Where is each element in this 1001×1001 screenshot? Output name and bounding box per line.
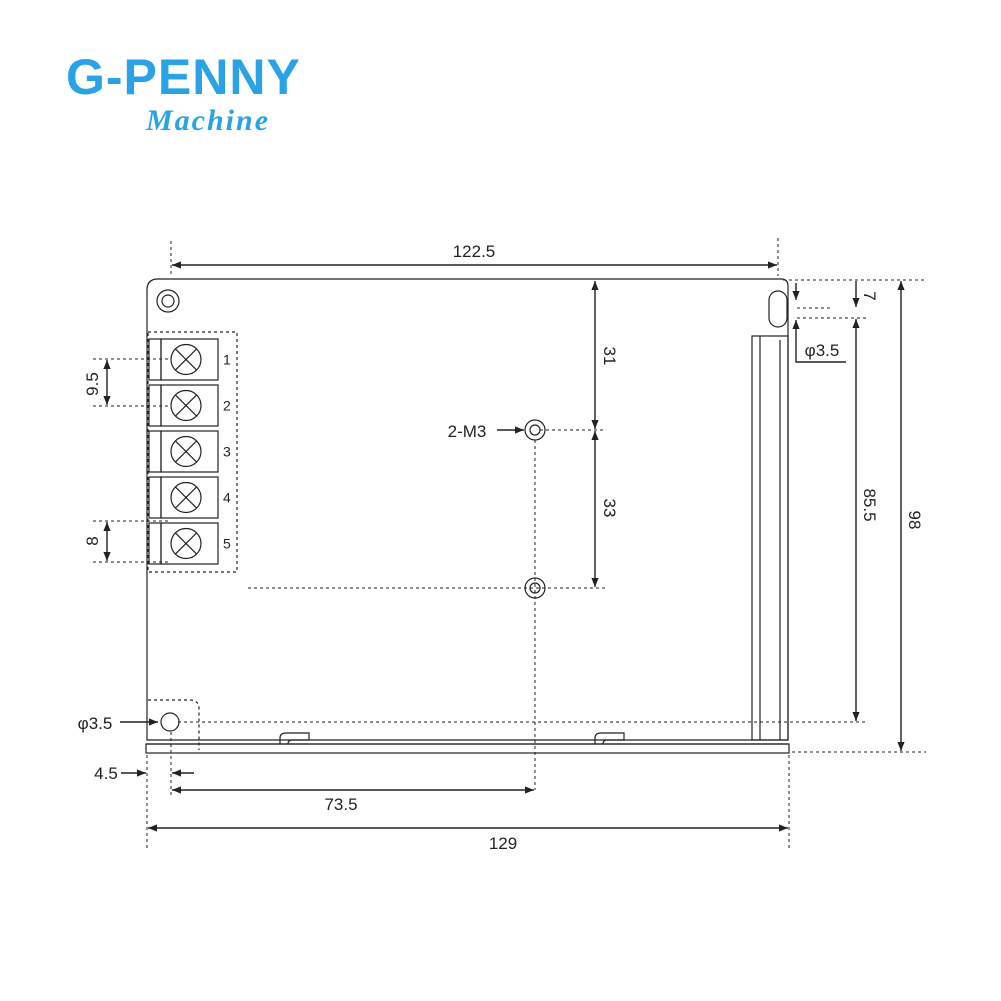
terminal-label: 3 [223,444,231,460]
terminal-5: 5 [148,522,231,565]
dim-mount-spacing: 33 [600,499,619,518]
dim-mount-first: 31 [600,347,619,366]
brand-logo: G-PENNY [66,49,301,105]
top-left-hole [156,289,180,313]
terminal-label: 1 [223,352,231,368]
side-bracket [751,335,789,741]
bottom-left-hole [160,712,180,732]
terminal-block: 1 2 3 4 5 [147,331,238,573]
terminal-3: 3 [148,430,231,473]
dim-bottom-hole-offset: 4.5 [94,764,118,783]
terminal-screw-icon [170,389,202,422]
dim-mount-x: 73.5 [324,795,357,814]
terminal-label: 2 [223,398,231,414]
top-slot [768,290,788,328]
base-tab-left [279,732,310,745]
terminal-label: 5 [223,536,231,552]
brand-tagline: Machine [146,104,271,137]
base-tab-right [594,732,625,745]
dim-terminal-pitch: 9.5 [83,372,102,396]
mount-label: 2-M3 [448,422,487,441]
terminal-screw-icon [170,343,202,376]
terminal-screw-icon [170,527,202,560]
dim-overall-width: 129 [489,834,517,853]
chassis-outline [146,278,789,741]
terminal-label: 4 [223,490,231,506]
terminal-4: 4 [148,476,231,519]
base-plate [145,743,790,754]
terminal-screw-icon [170,435,202,468]
dim-top-hole-offset: 7 [860,291,879,300]
dim-top-width: 122.5 [453,242,496,261]
dim-terminal-width: 8 [83,536,102,545]
dim-overall-height: 98 [905,511,924,530]
terminal-screw-icon [170,481,202,514]
dim-bottom-hole-diameter: φ3.5 [78,714,113,733]
dim-right-inner-height: 85.5 [860,488,879,521]
dim-top-hole-diameter: φ3.5 [805,341,840,360]
